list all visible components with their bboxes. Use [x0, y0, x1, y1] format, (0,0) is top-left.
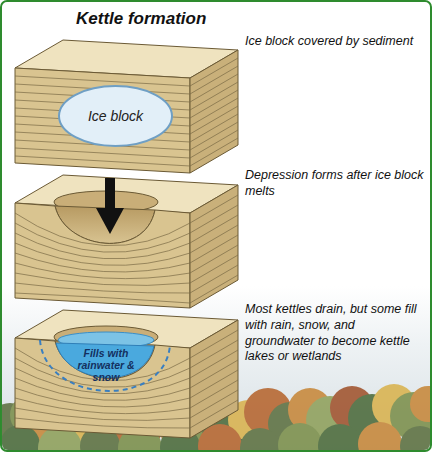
step-caption: Depression forms after ice block melts	[245, 168, 425, 200]
step-caption: Most kettles drain, but some fill with r…	[245, 302, 427, 365]
sediment-block	[15, 40, 238, 173]
diagram-title: Kettle formation	[76, 9, 206, 29]
node-label: Fills with rainwater & snow	[75, 347, 137, 383]
node-label: Ice block	[66, 108, 166, 124]
groundwater-seepage	[40, 340, 170, 391]
forest-photo	[2, 286, 430, 450]
down-arrow	[96, 178, 124, 234]
kettle-lake-block	[15, 310, 238, 438]
depression-block	[15, 175, 238, 308]
kettle-water: Fills with rainwater & snow	[56, 340, 156, 394]
step-caption: Ice block covered by sediment	[245, 34, 425, 50]
ice-block-outline	[59, 86, 172, 146]
ice-block: Ice block	[58, 85, 173, 147]
